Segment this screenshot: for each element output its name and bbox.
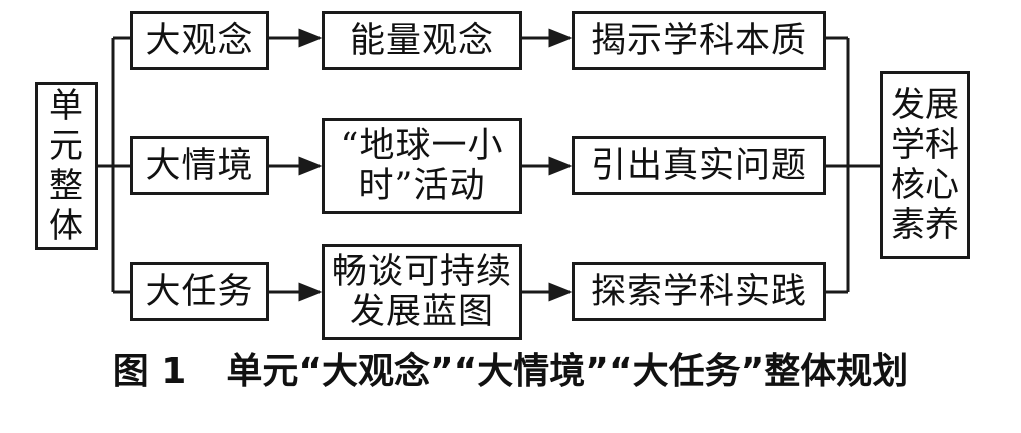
row2-level1-box: 大情境 <box>130 136 269 195</box>
row2-level3-box: 引出真实问题 <box>572 136 826 195</box>
row1-level1-box: 大观念 <box>130 11 269 70</box>
end-node-label: 发展学科核心素养 <box>890 85 959 245</box>
row3-level3-label: 探索学科实践 <box>590 271 807 312</box>
row2-level1-label: 大情境 <box>145 145 254 186</box>
row3-level1-box: 大任务 <box>130 262 269 321</box>
figure-number: 图 1 <box>112 351 187 392</box>
row3-level1-label: 大任务 <box>145 271 254 312</box>
row2-level2-box: “地球一小 时”活动 <box>322 118 522 214</box>
row3-level3-box: 探索学科实践 <box>572 262 826 321</box>
row2-level3-label: 引出真实问题 <box>590 145 807 186</box>
figure-caption: 图 1 单元“大观念”“大情境”“大任务”整体规划 <box>0 350 1021 394</box>
row1-level1-label: 大观念 <box>145 20 254 61</box>
row3-level2-box: 畅谈可持续 发展蓝图 <box>322 244 522 340</box>
start-node: 单元整体 <box>35 82 98 250</box>
end-node: 发展学科核心素养 <box>880 71 970 259</box>
row1-level2-label: 能量观念 <box>349 20 494 61</box>
start-node-label: 单元整体 <box>48 86 84 246</box>
row1-level3-label: 揭示学科本质 <box>590 20 807 61</box>
figure-caption-text: 单元“大观念”“大情境”“大任务”整体规划 <box>226 351 909 392</box>
row1-level3-box: 揭示学科本质 <box>572 11 826 70</box>
row2-level2-label: “地球一小 时”活动 <box>340 126 504 206</box>
row3-level2-label: 畅谈可持续 发展蓝图 <box>331 252 512 332</box>
row1-level2-box: 能量观念 <box>322 11 522 70</box>
